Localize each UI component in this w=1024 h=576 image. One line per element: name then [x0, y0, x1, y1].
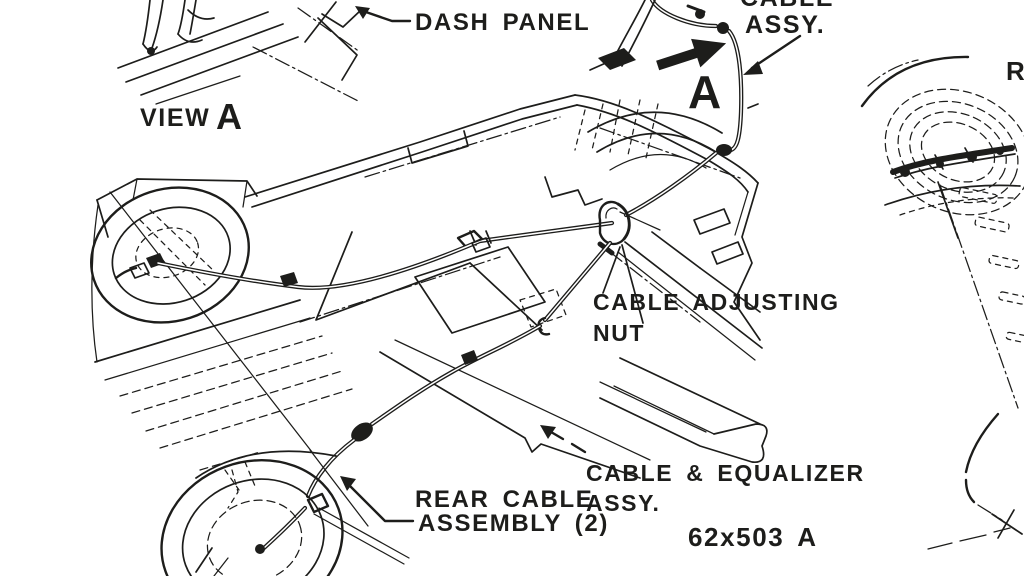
left-drum-drawing — [90, 178, 313, 453]
right-panel-partial-label: R — [1006, 56, 1024, 86]
front-cable-label-line1: CABLE — [740, 0, 834, 12]
cable-equalizer-label-line1: CABLE & EQUALIZER — [586, 460, 865, 486]
view-direction-arrow — [656, 38, 727, 71]
view-label-prefix: VIEW — [140, 104, 210, 132]
equalizer-drawing — [537, 200, 631, 336]
view-a-detail-drawing — [117, 0, 362, 105]
transverse-cable — [155, 220, 615, 290]
front-cable-drawing — [589, 0, 759, 218]
right-panel-drawing — [860, 55, 1024, 550]
rear-drum-drawing — [160, 449, 369, 576]
rear-cable-label-line2: ASSEMBLY (2) — [418, 510, 609, 537]
callout-leaders — [340, 6, 802, 523]
floor-pan-drawing — [91, 94, 768, 479]
cable-adjusting-label-line2: NUT — [593, 320, 645, 346]
figure-number: 62x503 A — [688, 522, 818, 552]
dash-panel-label: DASH PANEL — [415, 9, 590, 36]
view-label-letter: A — [216, 96, 244, 137]
cable-equalizer-label-line2: ASSY. — [586, 490, 660, 516]
rear-cable-label-line1: REAR CABLE — [415, 486, 593, 513]
callout-texts: DASH PANEL CABLE ASSY. A VIEW A CABLE AD… — [140, 0, 1024, 552]
rear-cable-drawing — [255, 323, 543, 565]
cable-adjusting-label-line1: CABLE ADJUSTING — [593, 289, 840, 315]
front-cable-label-line2: ASSY. — [745, 11, 825, 39]
view-arrow-letter: A — [688, 66, 723, 118]
